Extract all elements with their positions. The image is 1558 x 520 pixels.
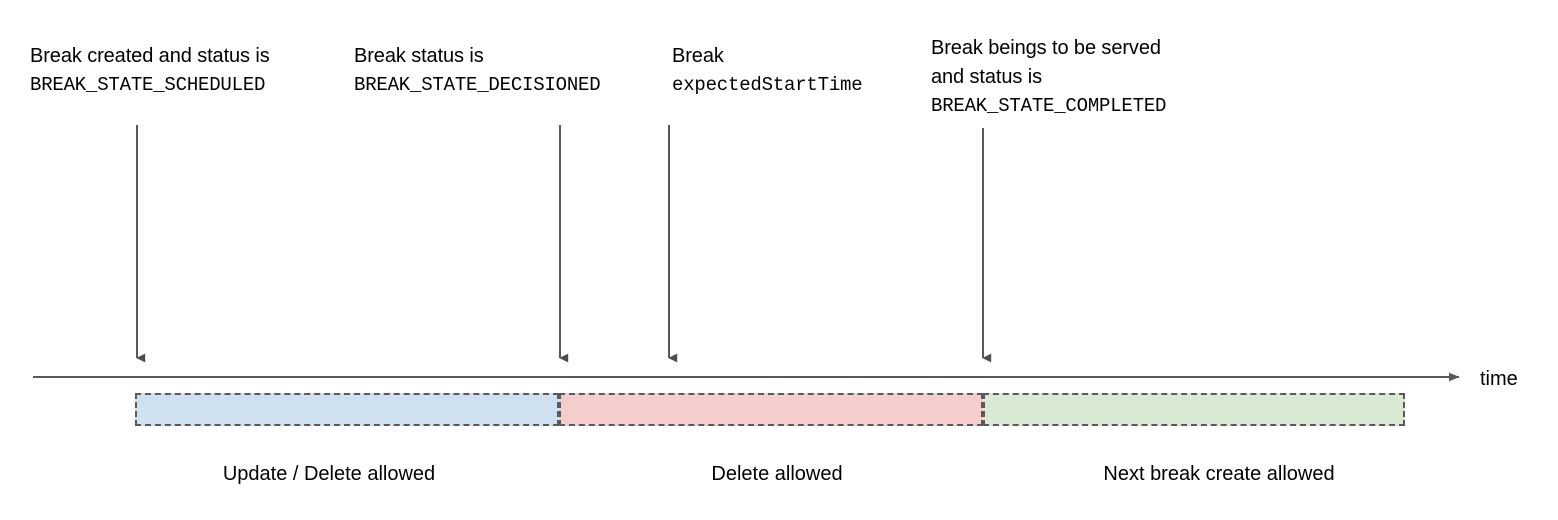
annotation-completed-line-2: and status is — [931, 66, 1042, 88]
segment-update-delete-caption: Update / Delete allowed — [222, 463, 436, 485]
marker-arrow-group — [136, 125, 992, 363]
segment-delete — [559, 393, 983, 426]
annotation-scheduled-line-2: BREAK_STATE_SCHEDULED — [30, 74, 266, 96]
annotation-decisioned-line-2: BREAK_STATE_DECISIONED — [354, 74, 601, 96]
annotation-scheduled: Break created and status is BREAK_STATE_S… — [30, 42, 270, 100]
annotation-expected-start-time: Break expectedStartTime — [672, 42, 863, 100]
annotation-expected-start-time-line-2: expectedStartTime — [672, 74, 863, 96]
time-axis-label: time — [1480, 368, 1518, 390]
annotation-decisioned-line-1: Break status is — [354, 45, 484, 67]
segment-delete-caption: Delete allowed — [711, 463, 843, 485]
annotation-expected-start-time-line-1: Break — [672, 45, 724, 67]
annotation-completed-line-1: Break beings to be served — [931, 37, 1161, 59]
annotation-decisioned: Break status is BREAK_STATE_DECISIONED — [354, 42, 601, 100]
segment-next-break-create-caption: Next break create allowed — [1103, 463, 1335, 485]
annotation-completed: Break beings to be served and status is BR… — [931, 34, 1166, 121]
segment-update-delete — [135, 393, 559, 426]
annotation-scheduled-line-1: Break created and status is — [30, 45, 270, 67]
segment-next-break-create — [983, 393, 1405, 426]
annotation-completed-line-3: BREAK_STATE_COMPLETED — [931, 95, 1167, 117]
